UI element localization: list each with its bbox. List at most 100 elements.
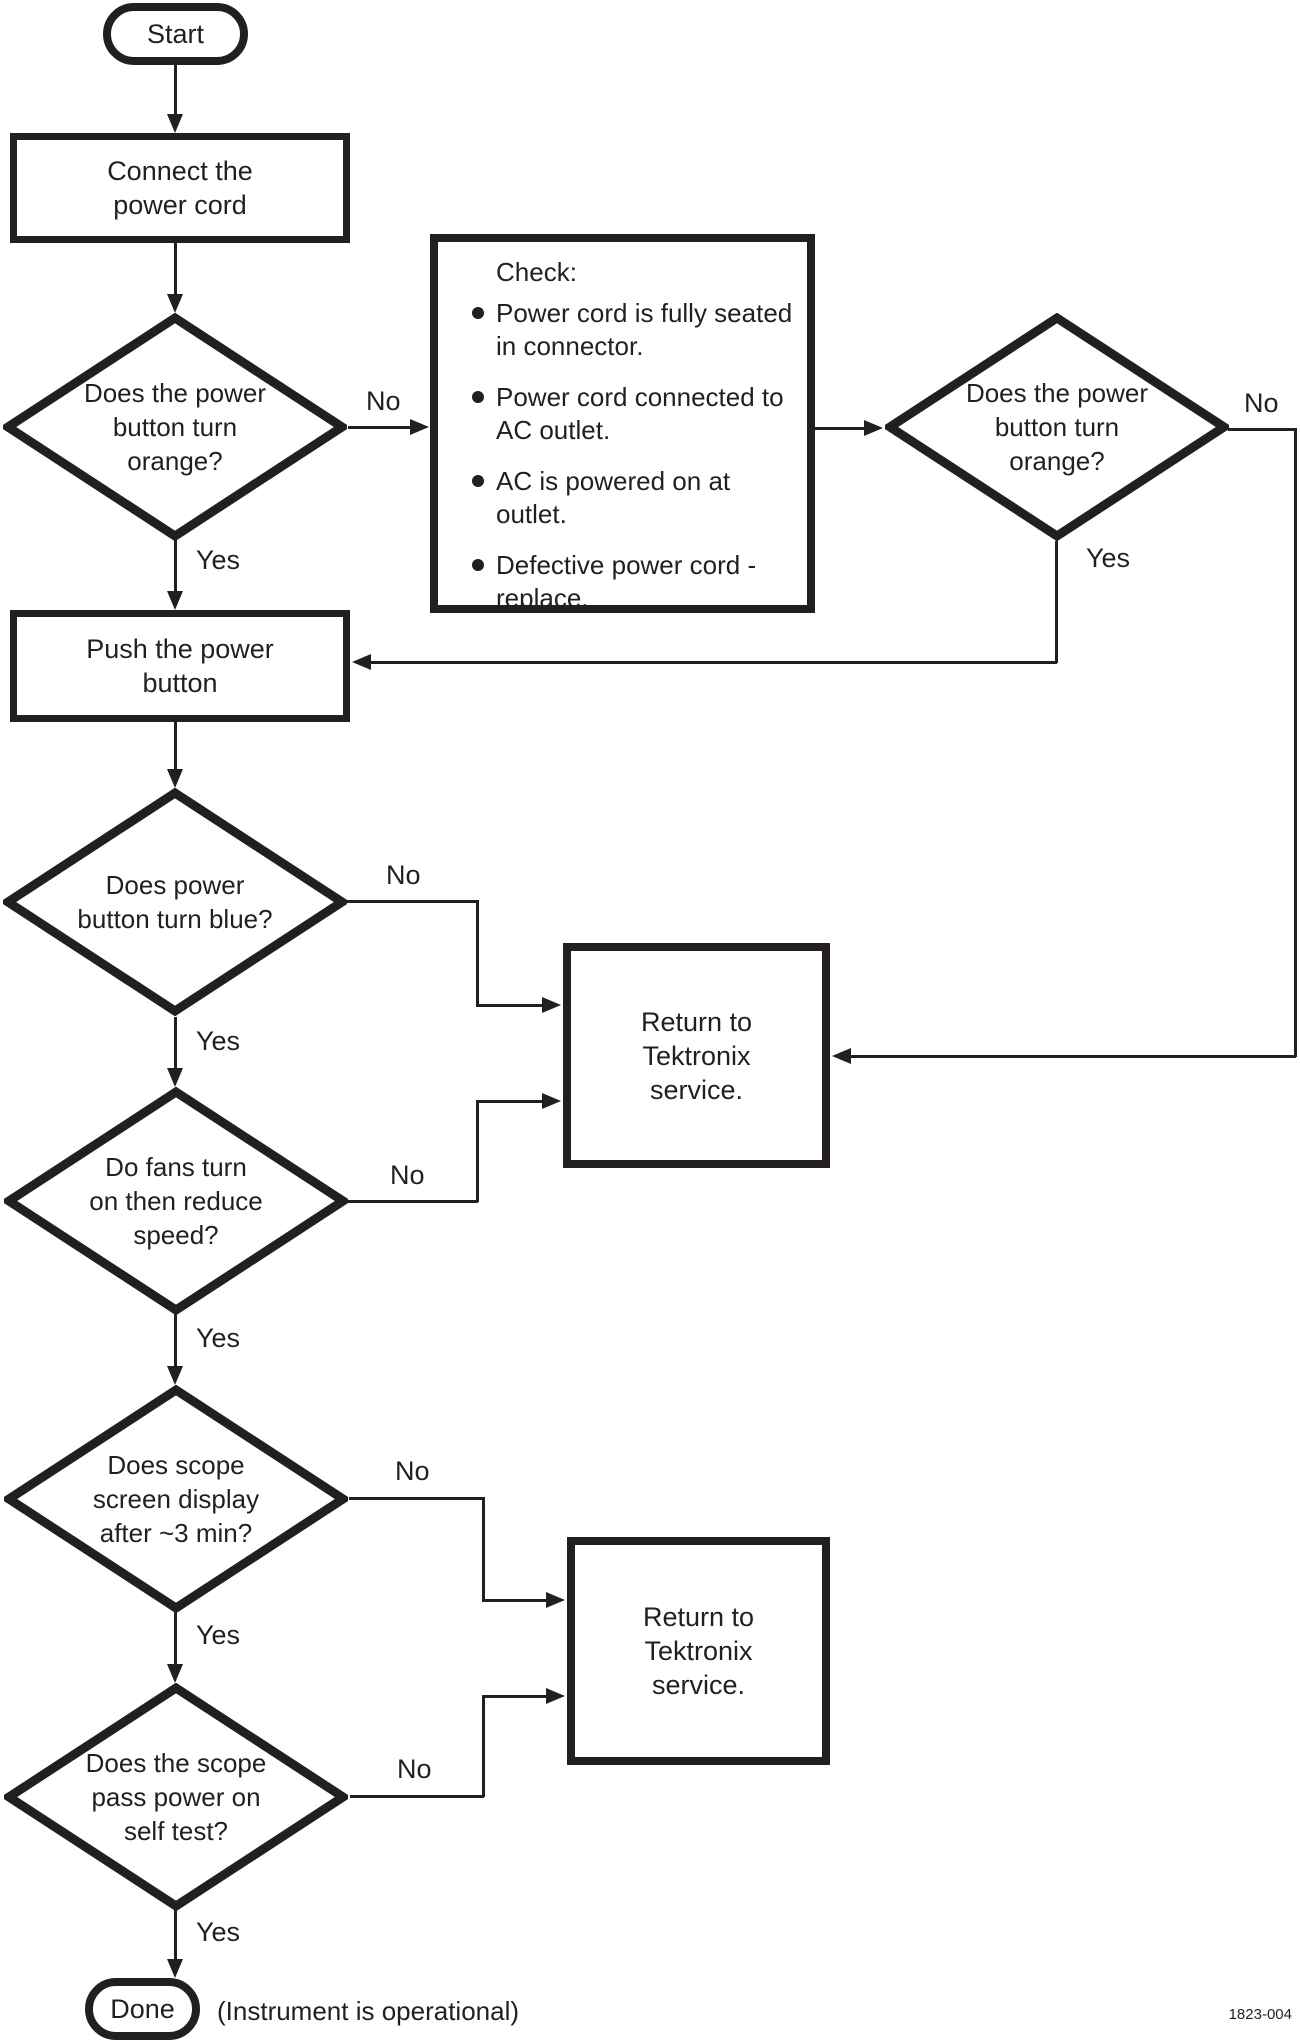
arrowhead-right-icon <box>546 1688 565 1704</box>
arrowhead-down-icon <box>167 294 183 313</box>
fans-reduce-speed-label: Do fans turn on then reduce speed? <box>89 1152 263 1250</box>
arrowhead-down-icon <box>167 1959 183 1978</box>
edge-orange2-no-v <box>1294 428 1297 1057</box>
edge-check-to-orange2 <box>815 427 867 430</box>
edge-label-no: No <box>390 1160 425 1190</box>
decision-power-button-blue: Does power button turn blue? <box>3 788 347 1016</box>
diamond-shape <box>4 1087 348 1315</box>
edge-screen-yes-to-selftest <box>174 1610 177 1665</box>
terminator-start: Start <box>103 3 248 65</box>
edge-label-yes: Yes <box>196 545 241 575</box>
arrowhead-right-icon <box>542 997 561 1013</box>
diamond-shape <box>885 313 1229 541</box>
arrowhead-down-icon <box>167 1664 183 1683</box>
power-button-orange-2-label: Does the power button turn orange? <box>965 378 1149 476</box>
process-push-power-button: Push the power button <box>10 610 350 722</box>
arrowhead-down-icon <box>167 769 183 788</box>
edge-label-yes: Yes <box>196 1026 241 1056</box>
power-on-self-test-label: Does the scope pass power on self test? <box>85 1748 267 1846</box>
process-check-list: Check: Power cord is fully seated in con… <box>430 234 815 613</box>
arrowhead-left-icon <box>832 1048 851 1064</box>
edge-blue-yes-to-fans <box>174 1017 177 1069</box>
check-item-text: Defective power cord - replace. <box>496 550 757 613</box>
diamond-shape <box>3 313 347 541</box>
figure-number: 1823-004 <box>1228 2006 1292 2023</box>
list-item: Power cord is fully seated in connector. <box>462 297 797 363</box>
arrowhead-down-icon <box>167 114 183 133</box>
edge-fans-no-h1 <box>348 1200 478 1203</box>
edge-selftest-no-h2 <box>482 1695 550 1698</box>
edge-label-yes: Yes <box>1086 543 1131 573</box>
connect-power-cord-label: Connect the power cord <box>107 156 253 220</box>
list-item: Power cord connected to AC outlet. <box>462 381 797 447</box>
screen-display-3min-label: Does scope screen display after ~3 min? <box>92 1450 260 1548</box>
edge-blue-no-h2 <box>476 1004 546 1007</box>
edge-label-no: No <box>366 386 401 416</box>
edge-orange1-yes-to-push <box>174 538 177 594</box>
decision-power-button-orange-1: Does the power button turn orange? <box>3 313 347 541</box>
done-note: (Instrument is operational) <box>217 1996 520 2026</box>
edge-orange1-no-to-check <box>348 426 412 429</box>
check-list-title: Check: <box>496 257 577 287</box>
edge-fans-no-h2 <box>476 1100 546 1103</box>
list-item: AC is powered on at outlet. <box>462 465 797 531</box>
edge-screen-no-h1 <box>349 1497 485 1500</box>
process-return-service-2: Return to Tektronix service. <box>567 1537 830 1765</box>
bullet-icon <box>472 391 484 403</box>
edge-start-to-connect <box>174 65 177 117</box>
check-item-text: Power cord is fully seated in connector. <box>496 298 793 361</box>
return-service-2-label: Return to Tektronix service. <box>642 1602 755 1700</box>
edge-orange2-yes-h <box>366 661 1057 664</box>
bullet-icon <box>472 475 484 487</box>
process-return-service-1: Return to Tektronix service. <box>563 943 830 1168</box>
edge-label-no: No <box>395 1456 430 1486</box>
done-label: Done <box>110 1994 175 2024</box>
arrowhead-down-icon <box>167 1366 183 1385</box>
arrowhead-right-icon <box>410 419 429 435</box>
decision-power-on-self-test: Does the scope pass power on self test? <box>4 1683 348 1911</box>
edge-orange2-no-h2 <box>846 1055 1296 1058</box>
check-item-text: AC is powered on at outlet. <box>496 466 731 529</box>
edge-fans-yes-to-screen <box>174 1313 177 1367</box>
bullet-icon <box>472 307 484 319</box>
power-button-blue-label: Does power button turn blue? <box>77 870 273 934</box>
diamond-shape <box>4 1683 348 1911</box>
edge-blue-no-h1 <box>347 900 478 903</box>
arrowhead-right-icon <box>542 1093 561 1109</box>
edge-selftest-no-h1 <box>350 1795 484 1798</box>
start-label: Start <box>146 19 205 49</box>
arrowhead-right-icon <box>546 1592 565 1608</box>
edge-orange2-yes-v <box>1055 541 1058 663</box>
edge-label-yes: Yes <box>196 1323 241 1353</box>
list-item: Defective power cord - replace. <box>462 549 797 615</box>
edge-fans-no-v <box>476 1100 479 1202</box>
edge-push-to-blue <box>174 722 177 770</box>
edge-label-yes: Yes <box>196 1917 241 1947</box>
edge-label-yes: Yes <box>196 1620 241 1650</box>
arrowhead-down-icon <box>167 1068 183 1087</box>
check-item-text: Power cord connected to AC outlet. <box>496 382 784 445</box>
diamond-shape <box>3 788 347 1016</box>
arrowhead-down-icon <box>167 591 183 610</box>
edge-connect-to-orange1 <box>174 243 177 298</box>
check-list-items: Power cord is fully seated in connector.… <box>462 297 797 615</box>
edge-label-no: No <box>397 1754 432 1784</box>
return-service-1-label: Return to Tektronix service. <box>640 1006 753 1105</box>
edge-selftest-no-v <box>482 1696 485 1797</box>
power-button-orange-1-label: Does the power button turn orange? <box>83 378 267 476</box>
edge-blue-no-v <box>476 900 479 1006</box>
edge-screen-no-h2 <box>482 1599 550 1602</box>
edge-selftest-yes-to-done <box>174 1910 177 1960</box>
diamond-shape <box>4 1385 348 1613</box>
decision-screen-display-3min: Does scope screen display after ~3 min? <box>4 1385 348 1613</box>
push-power-button-label: Push the power button <box>86 634 274 698</box>
arrowhead-left-icon <box>352 654 371 670</box>
bullet-icon <box>472 559 484 571</box>
decision-fans-reduce-speed: Do fans turn on then reduce speed? <box>4 1087 348 1315</box>
edge-label-no: No <box>386 860 421 890</box>
arrowhead-right-icon <box>864 420 883 436</box>
process-connect-power-cord: Connect the power cord <box>10 133 350 243</box>
terminator-done: Done <box>85 1978 200 2040</box>
decision-power-button-orange-2: Does the power button turn orange? <box>885 313 1229 541</box>
